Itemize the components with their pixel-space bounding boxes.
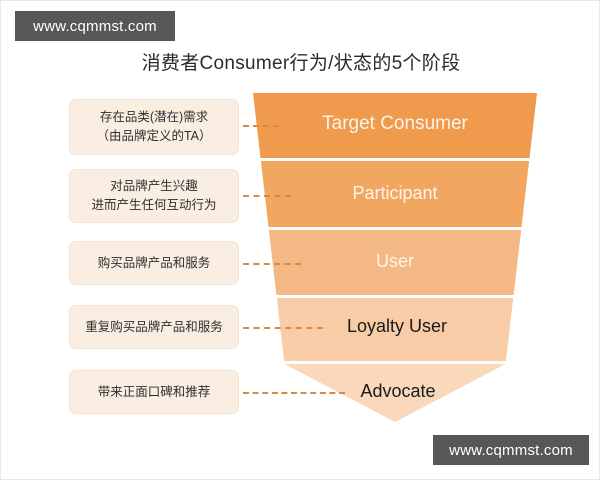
stage-description-box-1[interactable]: 存在品类(潜在)需求 （由品牌定义的TA） (69, 99, 239, 155)
connector-line-4 (243, 327, 323, 329)
watermark-top: www.cqmmst.com (15, 11, 175, 41)
stage-description-box-2[interactable]: 对品牌产生兴趣 进而产生任何互动行为 (69, 169, 239, 223)
connector-line-3 (243, 263, 301, 265)
funnel-tier-label-5: Advocate (360, 381, 436, 401)
page-title: 消费者Consumer行为/状态的5个阶段 (141, 53, 461, 74)
stage-description-line: 存在品类(潜在)需求 (99, 110, 209, 125)
funnel-tier-label-3: User (375, 251, 414, 271)
stage-description-line: 对品牌产生兴趣 (110, 179, 198, 194)
stage-description-line: 进而产生任何互动行为 (91, 198, 217, 212)
connector-line-5 (243, 392, 345, 394)
funnel-tier-label-4: Loyalty User (346, 316, 448, 336)
stage-description-box-5[interactable]: 带来正面口碑和推荐 (69, 370, 239, 414)
stage-description-line: 重复购买品牌产品和服务 (85, 319, 223, 334)
stage-description-line: 带来正面口碑和推荐 (97, 384, 211, 399)
funnel-tier-label-2: Participant (352, 183, 438, 203)
stage-description-box-4[interactable]: 重复购买品牌产品和服务 (69, 305, 239, 349)
stage-description-line: 购买品牌产品和服务 (97, 255, 211, 270)
connector-line-2 (243, 195, 291, 197)
stage-description-line: （由品牌定义的TA） (96, 129, 212, 143)
stage-description-box-3[interactable]: 购买品牌产品和服务 (69, 241, 239, 285)
connector-line-1 (243, 125, 279, 127)
watermark-bottom: www.cqmmst.com (433, 435, 589, 465)
funnel-tier-label-1: Target Consumer (322, 113, 468, 134)
